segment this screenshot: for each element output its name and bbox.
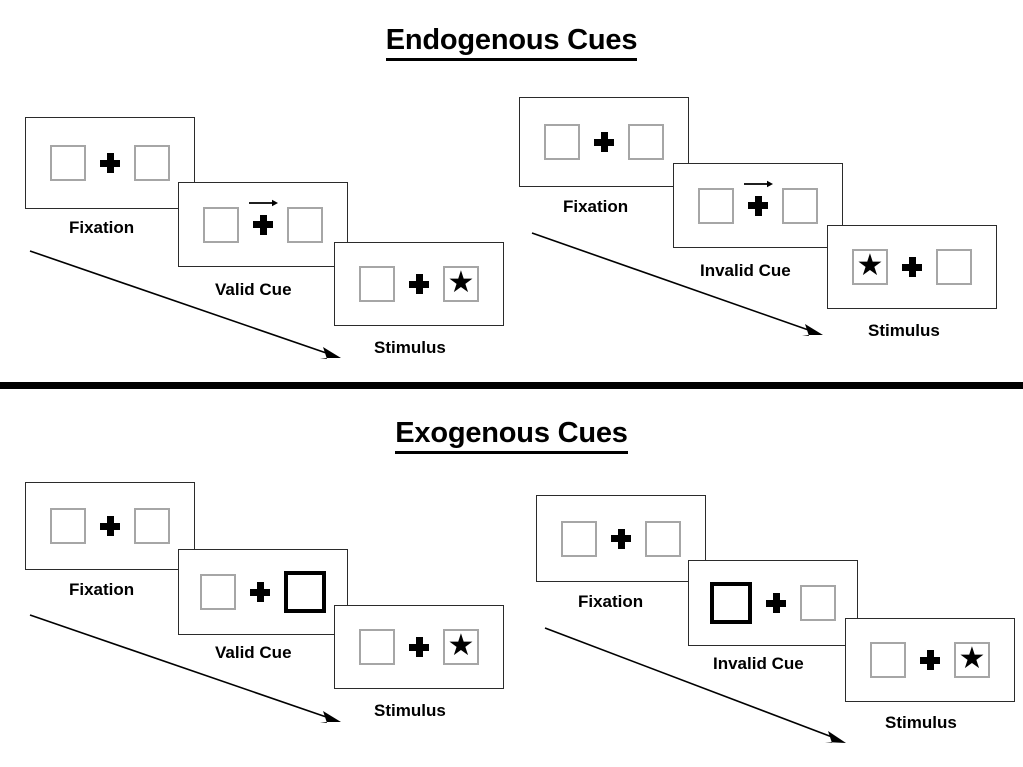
right-cued-box — [284, 571, 326, 613]
left-placeholder-box — [870, 642, 906, 678]
left-placeholder-box — [561, 520, 597, 557]
frame-content: ★ — [870, 642, 990, 678]
star-icon: ★ — [958, 642, 986, 675]
frame-endo-invalid-fixation[interactable] — [519, 97, 689, 187]
left-placeholder-box — [359, 629, 395, 665]
caption-exo-valid-stimulus: Stimulus — [374, 701, 446, 720]
caption-endo-valid-cue: Valid Cue — [215, 280, 292, 299]
left-placeholder-box — [200, 574, 236, 610]
frame-content: ★ — [359, 266, 479, 302]
fixation-cross-icon — [409, 274, 429, 294]
right-placeholder-box — [134, 508, 170, 544]
right-stimulus-box: ★ — [443, 629, 479, 665]
frame-content — [50, 508, 170, 544]
frame-content — [50, 145, 170, 181]
arrow-right-cue-icon — [744, 180, 773, 187]
caption-exo-valid-cue: Valid Cue — [215, 643, 292, 662]
caption-endo-valid-stimulus: Stimulus — [374, 338, 446, 357]
caption-endo-invalid-fixation: Fixation — [563, 197, 629, 216]
right-placeholder-box — [134, 145, 170, 181]
right-stimulus-box: ★ — [443, 266, 479, 302]
star-icon: ★ — [447, 629, 475, 662]
fixation-cross-icon — [249, 199, 278, 235]
section-divider — [0, 382, 1023, 389]
section-title-endogenous: Endogenous Cues — [0, 24, 1023, 61]
star-icon: ★ — [856, 249, 884, 282]
frame-endo-invalid-cue[interactable] — [673, 163, 843, 248]
frame-exo-invalid-stimulus[interactable]: ★ — [845, 618, 1015, 702]
frame-content — [561, 520, 681, 557]
caption-exo-valid-fixation: Fixation — [69, 580, 135, 599]
frame-content: ★ — [852, 249, 972, 285]
caption-endo-invalid-stimulus: Stimulus — [868, 321, 940, 340]
caption-endo-valid-fixation: Fixation — [69, 218, 135, 237]
frame-exo-valid-fixation[interactable] — [25, 482, 195, 570]
fixation-cross-icon — [100, 153, 120, 173]
frame-endo-valid-fixation[interactable] — [25, 117, 195, 209]
section-title-endogenous-text: Endogenous Cues — [385, 24, 637, 61]
left-placeholder-box — [50, 508, 86, 544]
right-placeholder-box — [628, 124, 664, 160]
right-placeholder-box — [645, 520, 681, 557]
fixation-cross-icon — [766, 593, 786, 613]
left-placeholder-box — [203, 206, 239, 243]
frame-endo-valid-stimulus[interactable]: ★ — [334, 242, 504, 326]
left-cued-box — [710, 582, 752, 624]
frame-endo-valid-cue[interactable] — [178, 182, 348, 267]
fixation-cross-icon — [744, 180, 773, 216]
arrow-right-cue-icon — [249, 199, 278, 206]
fixation-cross-icon — [611, 528, 631, 549]
frame-content: ★ — [359, 629, 479, 665]
left-placeholder-box — [544, 124, 580, 160]
right-placeholder-box — [936, 249, 972, 285]
fixation-cross-icon — [920, 650, 940, 670]
caption-exo-invalid-cue: Invalid Cue — [713, 654, 804, 673]
right-placeholder-box — [800, 585, 836, 621]
left-placeholder-box — [50, 145, 86, 181]
fixation-cross-icon — [902, 257, 922, 277]
frame-content — [698, 180, 818, 224]
fixation-cross-icon — [250, 582, 270, 602]
frame-content — [200, 571, 326, 613]
frame-endo-invalid-stimulus[interactable]: ★ — [827, 225, 997, 309]
caption-endo-invalid-cue: Invalid Cue — [700, 261, 791, 280]
caption-exo-invalid-stimulus: Stimulus — [885, 713, 957, 732]
right-stimulus-box: ★ — [954, 642, 990, 678]
fixation-cross-icon — [594, 132, 614, 152]
frame-content — [710, 582, 836, 624]
right-placeholder-box — [782, 187, 818, 224]
frame-exo-invalid-cue[interactable] — [688, 560, 858, 646]
section-title-exogenous: Exogenous Cues — [0, 417, 1023, 454]
caption-exo-invalid-fixation: Fixation — [578, 592, 644, 611]
fixation-cross-icon — [409, 637, 429, 657]
frame-exo-valid-cue[interactable] — [178, 549, 348, 635]
fixation-cross-icon — [100, 516, 120, 536]
left-placeholder-box — [359, 266, 395, 302]
left-placeholder-box — [698, 187, 734, 224]
frame-content — [203, 199, 323, 243]
left-stimulus-box: ★ — [852, 249, 888, 285]
frame-exo-valid-stimulus[interactable]: ★ — [334, 605, 504, 689]
star-icon: ★ — [447, 266, 475, 299]
frame-content — [544, 124, 664, 160]
section-title-exogenous-text: Exogenous Cues — [395, 417, 628, 454]
right-placeholder-box — [287, 206, 323, 243]
frame-exo-invalid-fixation[interactable] — [536, 495, 706, 582]
